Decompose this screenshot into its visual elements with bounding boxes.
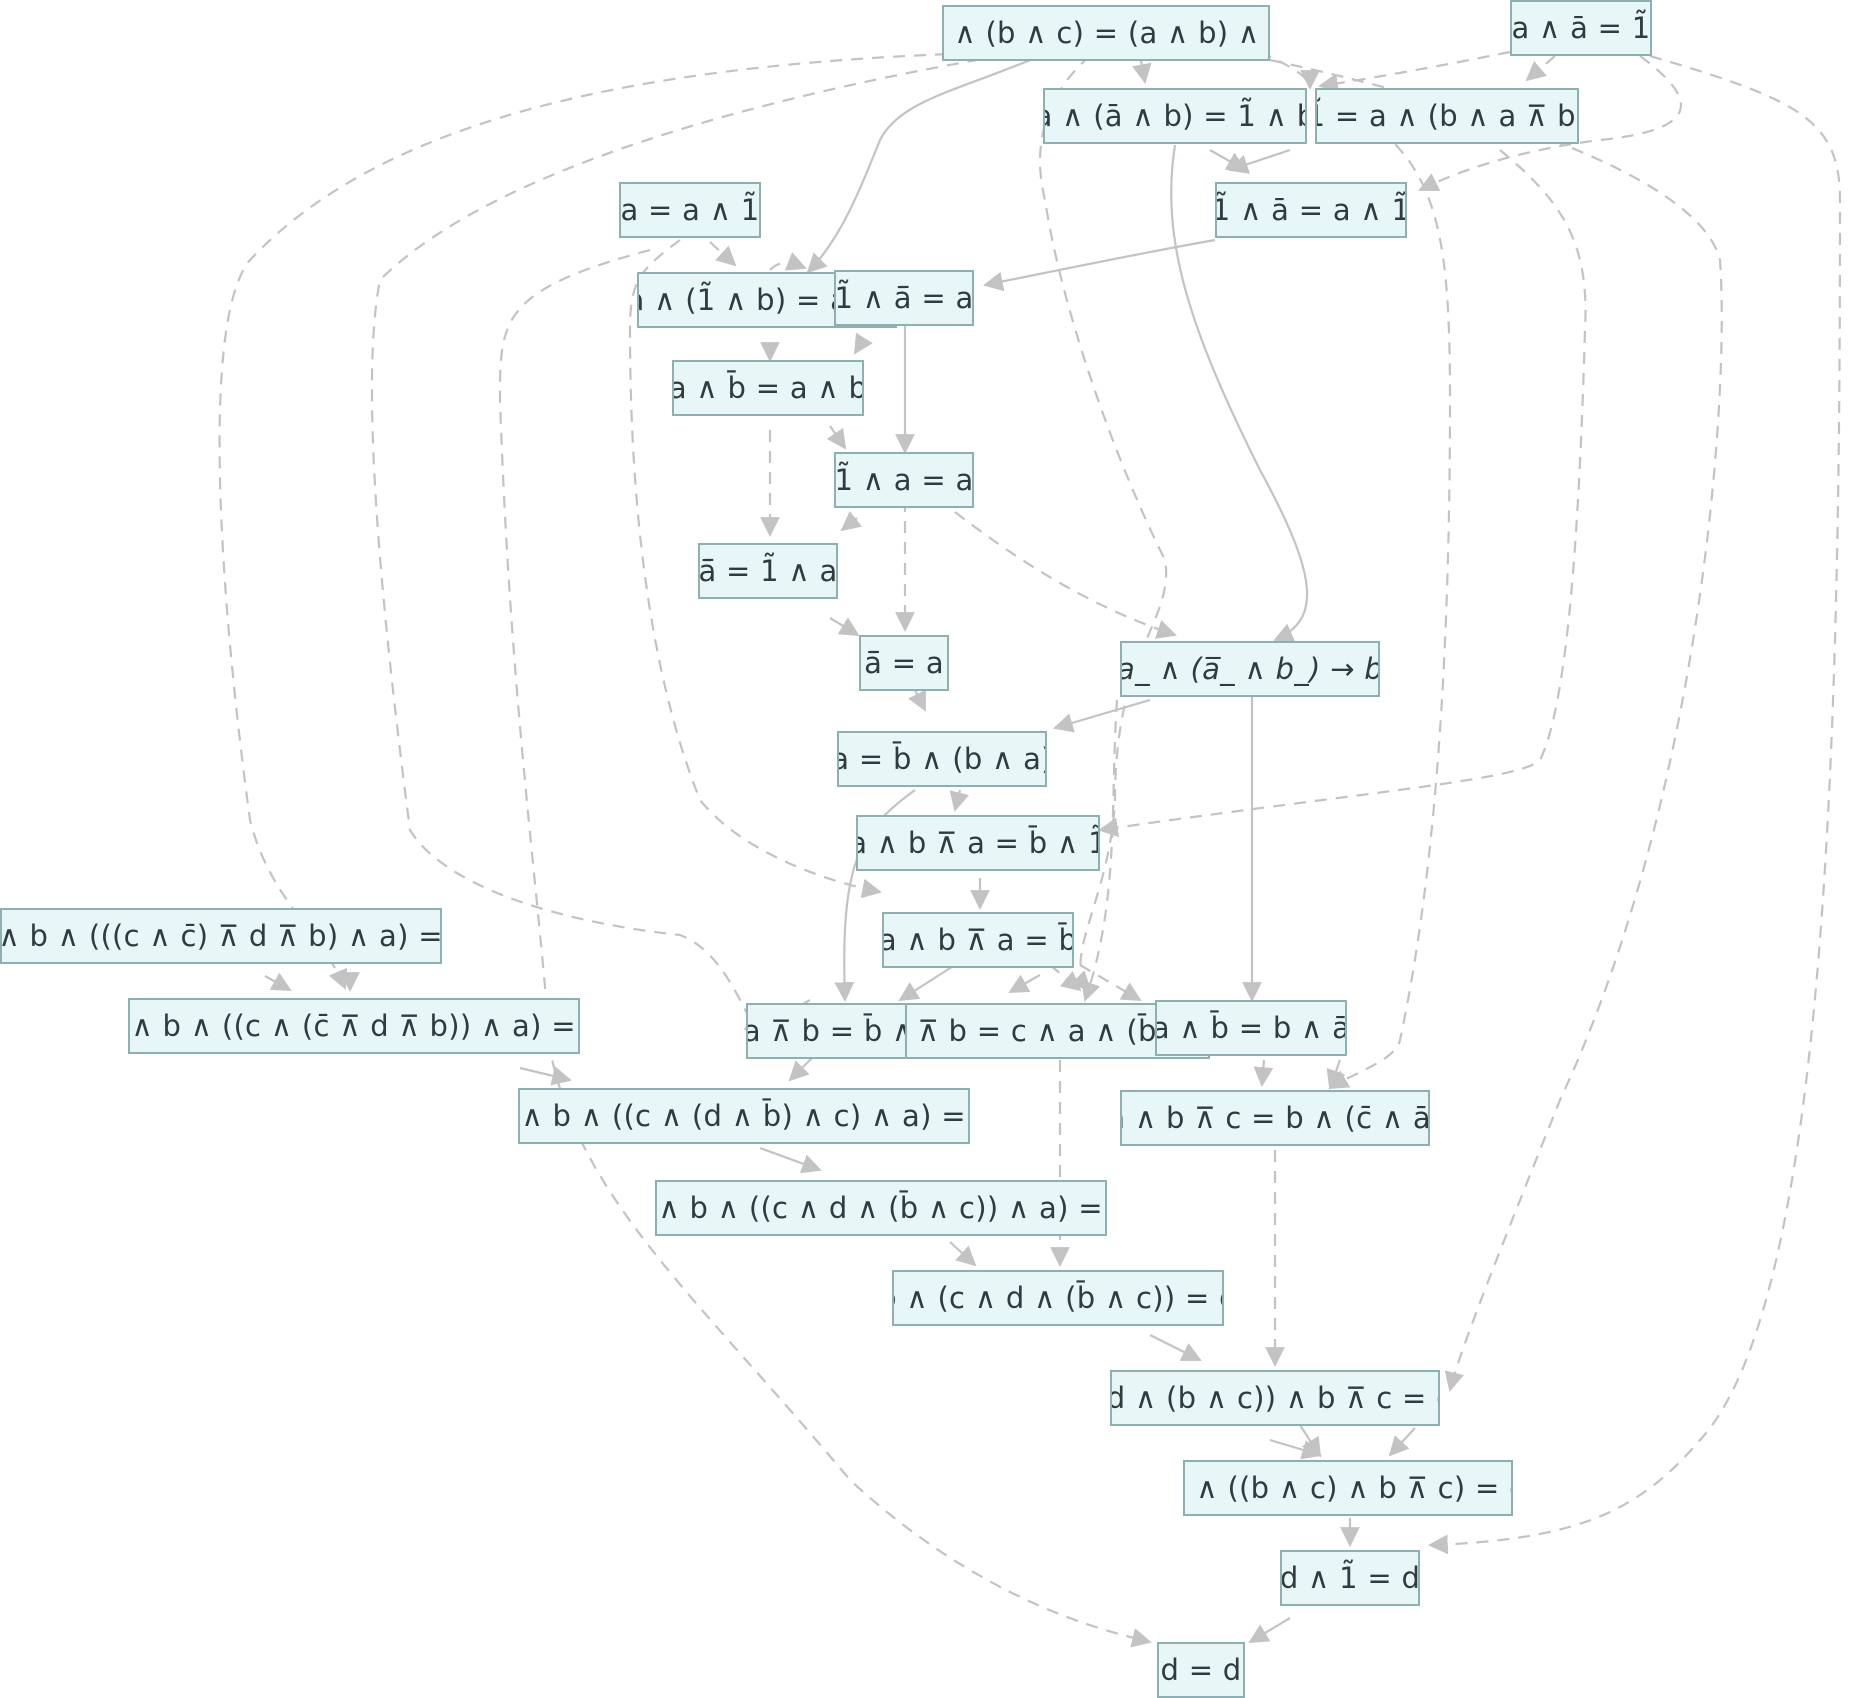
edge (1525, 55, 1556, 82)
edge (1326, 1059, 1346, 1090)
edge (898, 964, 956, 1002)
edge (1418, 55, 1682, 191)
edge (1053, 698, 1151, 733)
edge (1318, 50, 1511, 94)
edge (709, 241, 737, 267)
edge (853, 332, 873, 355)
edge (954, 511, 1177, 639)
node-4: 1̃ = a ∧ (b ∧ a ⊼ b) (1315, 88, 1579, 144)
edge (826, 425, 847, 450)
node-22: a ∧ b ∧ ((c ∧ (d ∧ b̄) ∧ c) ∧ a) = d (518, 1088, 970, 1144)
node-inverse: a ∧ ā = 1̃ (1510, 0, 1652, 56)
node-14: a = b̄ ∧ (b ∧ a) (837, 731, 1047, 787)
edge (1008, 974, 1041, 993)
edge (1081, 699, 1119, 1002)
edge (264, 972, 292, 991)
node-26: (d ∧ (b ∧ c)) ∧ b ⊼ c = d (1110, 1370, 1440, 1426)
edge (949, 789, 969, 812)
edge (983, 238, 1216, 292)
edge (1299, 1424, 1322, 1458)
node-25: b ∧ (c ∧ d ∧ (b̄ ∧ c)) = d (892, 1270, 1224, 1326)
edge (1388, 1427, 1416, 1457)
node-3: a ∧ (ā ∧ b) = 1̃ ∧ b (1043, 88, 1307, 144)
edge (788, 1054, 816, 1082)
node-assoc: a ∧ (b ∧ c) = (a ∧ b) ∧ c (942, 5, 1270, 61)
edge (1038, 55, 1168, 992)
node-5: a = a ∧ 1̃ (619, 182, 761, 238)
node-11: ā̄ = 1̃ ∧ a (698, 543, 838, 599)
node-23: a ∧ b ⊼ c = b ∧ (c̄ ∧ ā) (1120, 1090, 1430, 1146)
edge (1098, 149, 1587, 838)
edge (769, 252, 807, 271)
edge (1248, 1617, 1291, 1644)
edge (759, 1146, 822, 1174)
node-24: a ∧ b ∧ ((c ∧ d ∧ (b̄ ∧ c)) ∧ a) = d (655, 1180, 1107, 1236)
edge (1428, 54, 1842, 1555)
edge (519, 1066, 572, 1086)
edge (1328, 129, 1452, 1090)
edge (1079, 964, 1142, 1001)
node-15: a ∧ b ⊼ a = b̄ ∧ 1̃ (856, 815, 1100, 871)
edge (829, 617, 860, 637)
node-13: a_ ∧ (a̅_ ∧ b_) → b (1120, 641, 1380, 697)
node-16: a ∧ b ⊼ a = b̄ (882, 912, 1074, 968)
node-8: 1̃ ∧ ā̄ = a (834, 270, 974, 326)
edge (1269, 58, 1723, 1392)
node-21: a ∧ b ∧ ((c ∧ (c̄ ⊼ d ⊼ b)) ∧ a) = d (128, 998, 580, 1054)
node-10: 1̃ ∧ a = a (834, 452, 974, 508)
node-12: ā̄ = a (859, 635, 949, 691)
edge (949, 1241, 977, 1267)
edge (840, 511, 863, 532)
node-27: d ∧ ((b ∧ c) ∧ b ⊼ c) = d (1183, 1460, 1513, 1516)
edge (806, 54, 1041, 274)
edge (1170, 144, 1309, 642)
node-6: 1̃ ∧ ā = a ∧ 1̃ (1215, 182, 1407, 238)
node-28: d ∧ 1̃ = d (1280, 1550, 1420, 1606)
edge (1253, 1059, 1274, 1087)
edge (1259, 50, 1320, 90)
edge (628, 239, 882, 899)
edge (1049, 964, 1082, 992)
edge (1269, 1438, 1322, 1460)
node-9: a ∧ b̄̄ = a ∧ b (672, 360, 864, 416)
edge (370, 54, 1001, 1042)
node-20: a ∧ b̄ = b ∧ ā (1155, 1000, 1347, 1056)
node-17: a ∧ b ∧ (((c ∧ c̄) ⊼ d ⊼ b) ∧ a) = d (0, 908, 442, 964)
node-29: d = d (1157, 1642, 1245, 1698)
edge (1228, 148, 1291, 174)
edge (1149, 1334, 1202, 1361)
